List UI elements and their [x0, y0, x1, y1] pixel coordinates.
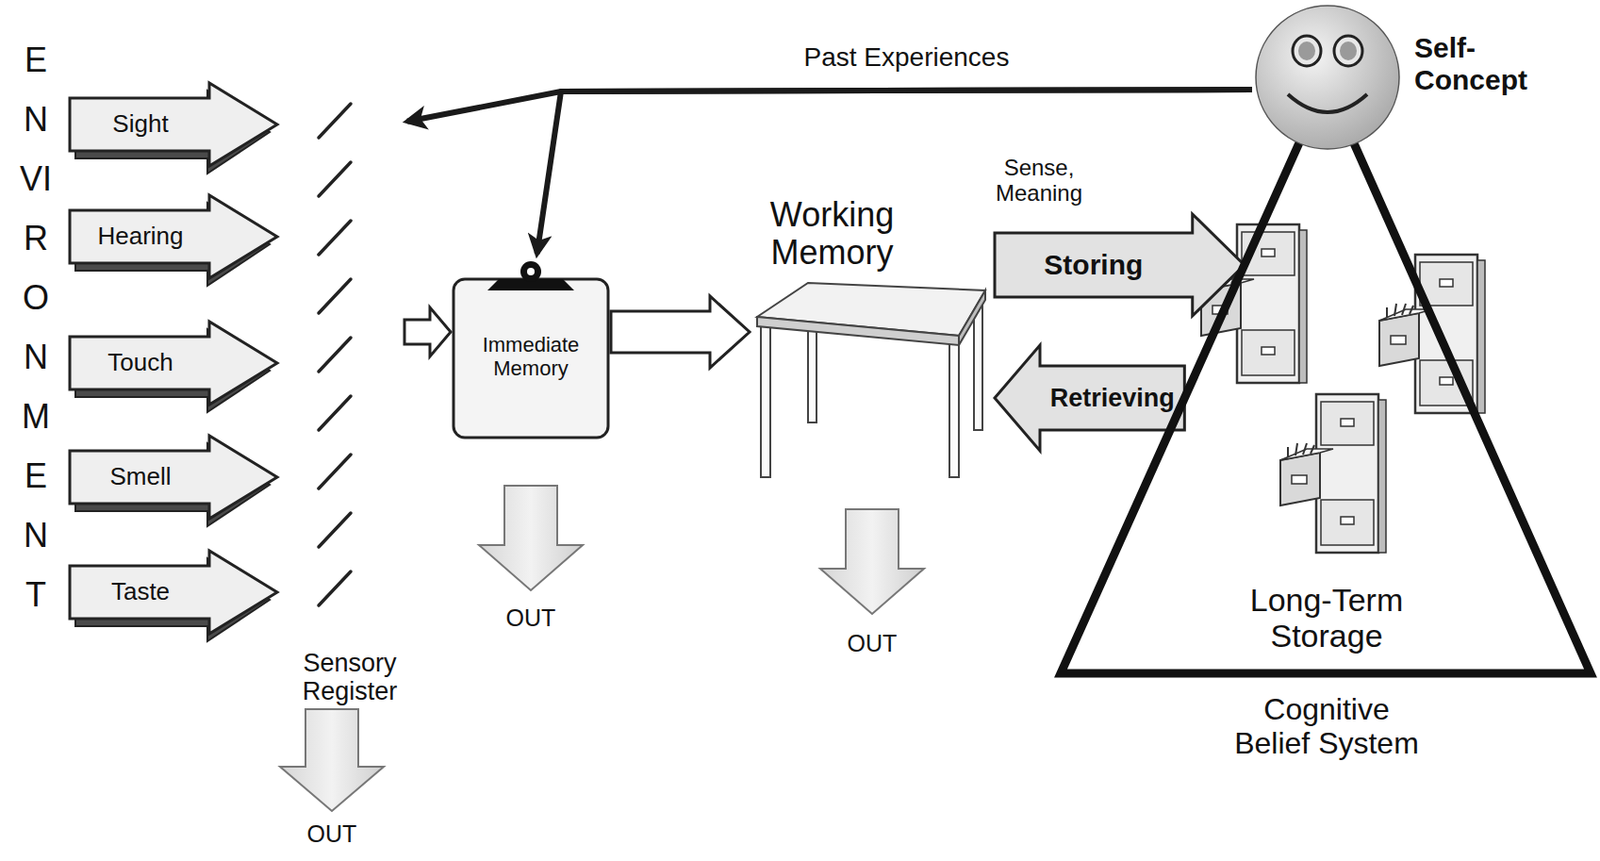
smiley-eye	[1292, 35, 1321, 66]
arrow-line	[537, 89, 1253, 254]
edge-label: Retrieving	[1050, 383, 1175, 413]
working-memory-table-shape	[749, 196, 995, 479]
smiley-mouth	[1287, 94, 1368, 113]
sense-meaning-label: Sense, Meaning	[976, 155, 1102, 207]
node-text: Immediate Memory	[458, 333, 604, 380]
sensory-register: Sensory Register	[295, 94, 405, 709]
arrow-shadow	[75, 558, 270, 642]
arrow-shadow	[75, 202, 270, 286]
long-term-storage-triangle: Long-Term StorageCognitive Belief System	[1055, 82, 1598, 763]
node-text: Hearing	[71, 210, 210, 264]
node-text: Smell	[71, 450, 210, 504]
sense-arrow-shape	[69, 321, 278, 405]
arrow-shadow	[75, 90, 270, 174]
out-label: OUT	[847, 629, 898, 657]
long-term-storage-triangle-shape	[1055, 82, 1598, 763]
sense-arrow: Touch	[67, 319, 281, 414]
immediate-memory-clipboard-shape	[450, 256, 611, 442]
node-text: Cognitive Belief System	[1225, 692, 1428, 761]
sense-arrow-shape	[67, 548, 281, 644]
environment-label: ENVIRONMENT	[18, 30, 53, 625]
node-text: Self- Concept	[1414, 32, 1547, 96]
node-text: Sight	[71, 98, 210, 151]
clipboard-clip	[487, 279, 575, 291]
node-text: Sensory Register	[295, 648, 405, 706]
arrow-shadow	[75, 443, 270, 527]
arrow-shadow	[75, 329, 270, 413]
sense-arrow: Taste	[67, 548, 281, 644]
working-memory-table: Working Memory	[749, 196, 995, 479]
sense-arrow: Smell	[67, 433, 281, 528]
edge-label: Past Experiences	[804, 42, 1010, 72]
sense-arrow-shape	[69, 82, 278, 166]
sense-arrow-shape	[69, 435, 278, 519]
table-drawing	[757, 282, 986, 478]
node-text: Working Memory	[749, 196, 915, 273]
smiley-face	[1255, 5, 1400, 149]
out-arrows	[280, 485, 924, 811]
sense-arrow: Hearing	[67, 193, 281, 288]
out-label: OUT	[307, 820, 358, 847]
smiley-pupil	[1339, 41, 1357, 61]
node-text: Taste	[71, 565, 210, 619]
clipboard-hole	[527, 267, 535, 276]
clipboard-ring	[520, 261, 542, 282]
self-concept: Self- Concept	[1252, 1, 1554, 155]
sensory-register-shape	[295, 94, 405, 709]
sensory-register-slashes	[318, 103, 351, 606]
belief-triangle	[1060, 82, 1591, 674]
filing-cabinets	[1201, 224, 1485, 553]
sense-arrow-shape	[67, 433, 281, 528]
block-arrow	[994, 214, 1245, 316]
smiley-eye	[1334, 35, 1363, 66]
block-arrow	[610, 296, 750, 368]
node-text: Long-Term Storage	[1213, 581, 1440, 654]
immediate-memory-clipboard: Immediate Memory	[450, 256, 611, 442]
sense-arrow-shape	[67, 193, 281, 288]
self-concept-shape	[1252, 1, 1554, 155]
sense-arrow-shape	[69, 550, 278, 634]
sense-arrow: Sight	[67, 81, 281, 176]
sense-arrow-shape	[67, 81, 281, 176]
clipboard-board	[453, 279, 609, 438]
block-arrow	[994, 345, 1185, 451]
out-label: OUT	[506, 604, 557, 631]
edge-label: Storing	[1043, 248, 1143, 281]
sense-arrow-shape	[67, 319, 281, 414]
smiley-pupil	[1298, 41, 1316, 61]
block-arrow	[404, 307, 451, 357]
arrow-line	[407, 89, 1253, 122]
node-text: Touch	[71, 336, 210, 390]
sense-arrow-shape	[69, 195, 278, 279]
